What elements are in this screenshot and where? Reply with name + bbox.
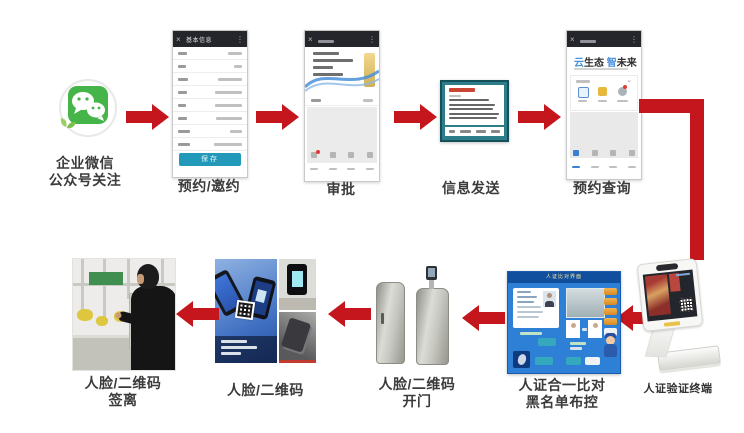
pass-button: [566, 357, 581, 365]
qr-code-icon: [234, 299, 256, 321]
chevron-down-icon: ⌄: [626, 77, 632, 84]
phone-scan-photo: [279, 259, 316, 310]
green-sign-graphic: [89, 272, 123, 285]
phone-bottom-nav: [305, 150, 379, 179]
menu-button-2: [604, 298, 617, 305]
menu-button-1: [604, 288, 617, 295]
menu-button-4: [604, 318, 617, 325]
gate-pillar-right: [416, 288, 449, 365]
turnstile-gate-photo: [376, 266, 454, 366]
more-icon: ⋮: [236, 35, 244, 44]
phone-titlebar: × ⋮: [305, 31, 379, 47]
phone-title: 基本信息: [186, 38, 213, 44]
message-send-label: 信息发送: [442, 180, 500, 196]
approval-label: 审批: [326, 181, 356, 197]
shortcut-icon-2: [598, 87, 607, 96]
query-label: 预约查询: [573, 180, 631, 196]
notification-badge: [623, 85, 627, 89]
reader-device-photo: [279, 312, 316, 360]
query-phone-screenshot: × ⋮ 云生态 智未来 ⌄: [566, 30, 642, 180]
yellow-object: [96, 316, 108, 326]
close-icon: ×: [176, 35, 181, 44]
face-qr-collage-photo: [215, 257, 316, 363]
fingerprint-box: [513, 351, 530, 368]
arrow-right-icon: [256, 104, 299, 130]
approval-phone-screenshot: × ⋮: [304, 30, 380, 182]
menu-button-5: [604, 328, 617, 336]
phone-title-placeholder: [318, 40, 334, 43]
verification-terminal-photo: [636, 253, 722, 373]
verify-button: [535, 357, 553, 365]
id-compare-screen-screenshot: 人证比对界面: [507, 271, 621, 374]
caption-lines: [215, 336, 277, 363]
qr-phones-panel: [215, 259, 277, 363]
approval-subrow: [305, 95, 379, 106]
face-qr-label: 人脸/二维码: [227, 382, 304, 398]
shortcut-icon-3: [618, 85, 627, 96]
read-card-button: [538, 338, 556, 346]
more-icon: ⋮: [368, 35, 376, 44]
message-notification-screenshot: [440, 80, 509, 142]
booking-phone-screenshot: × 基本信息 ⋮ 保存: [172, 30, 248, 178]
phone-graphic: [287, 264, 307, 295]
wechat-icon: [52, 75, 122, 145]
arrow-right-icon: [518, 104, 561, 130]
reject-button: [585, 357, 600, 365]
signout-label: 人脸/二维码 签离: [84, 375, 162, 408]
arrow-right-icon: [126, 104, 169, 130]
wechat-follow-label: 企业微信 公众号关注: [48, 155, 122, 188]
gate-face-reader: [425, 266, 439, 290]
gate-pillar-left: [376, 282, 405, 364]
red-accent-line: [279, 360, 316, 363]
phone-titlebar: × ⋮: [567, 31, 641, 47]
verify-screen-title: 人证比对界面: [508, 272, 620, 283]
save-button: 保存: [179, 153, 241, 166]
arrow-left-icon: [462, 305, 505, 331]
phone-title-placeholder: [580, 40, 596, 43]
booking-form-rows: [173, 47, 247, 151]
captured-photo: [566, 320, 580, 338]
brand-headline: 云生态 智未来: [574, 58, 637, 69]
shortcut-icon-1: [578, 87, 589, 98]
yellow-object: [77, 309, 93, 321]
phone-bottom-nav: [567, 150, 641, 177]
arrow-right-icon: [394, 104, 437, 130]
booking-label: 预约/邀约: [177, 178, 241, 194]
menu-button-3: [604, 308, 617, 315]
id-photo-compare: [588, 320, 602, 338]
police-mascot-icon: [604, 332, 618, 358]
terminal-tablet: [636, 258, 704, 332]
close-icon: ×: [570, 35, 575, 44]
signout-person-photo: [72, 258, 176, 371]
more-icon: ⋮: [630, 35, 638, 44]
person-silhouette: [131, 286, 175, 370]
id-compare-label: 人证合一比对 黑名单布控: [518, 377, 606, 410]
message-card-links: [445, 127, 504, 136]
camera-icon: [655, 263, 679, 272]
id-card-panel: [513, 288, 559, 328]
message-card-body: [445, 85, 504, 125]
elbow-connector-vertical: [690, 99, 704, 260]
arrow-left-icon: [328, 301, 371, 327]
brand-subtext-placeholder: [574, 68, 628, 70]
query-shortcuts-card: ⌄: [570, 75, 638, 111]
camera-preview-box: [566, 288, 605, 318]
elbow-connector-horizontal: [639, 99, 704, 113]
terminal-screen: [642, 269, 698, 322]
arrow-left-icon: [176, 301, 219, 327]
person-head: [137, 264, 159, 289]
terminal-label: 人证验证终端: [643, 383, 713, 395]
terminal-chin-light: [663, 321, 681, 327]
qr-code-icon: [679, 297, 694, 312]
id-card-photo: [543, 291, 556, 307]
query-content-area: [570, 112, 638, 158]
blue-swoosh-graphic: [305, 69, 379, 92]
gate-open-label: 人脸/二维码 开门: [378, 376, 456, 409]
close-icon: ×: [308, 35, 313, 44]
phone-titlebar: × 基本信息 ⋮: [173, 31, 247, 47]
